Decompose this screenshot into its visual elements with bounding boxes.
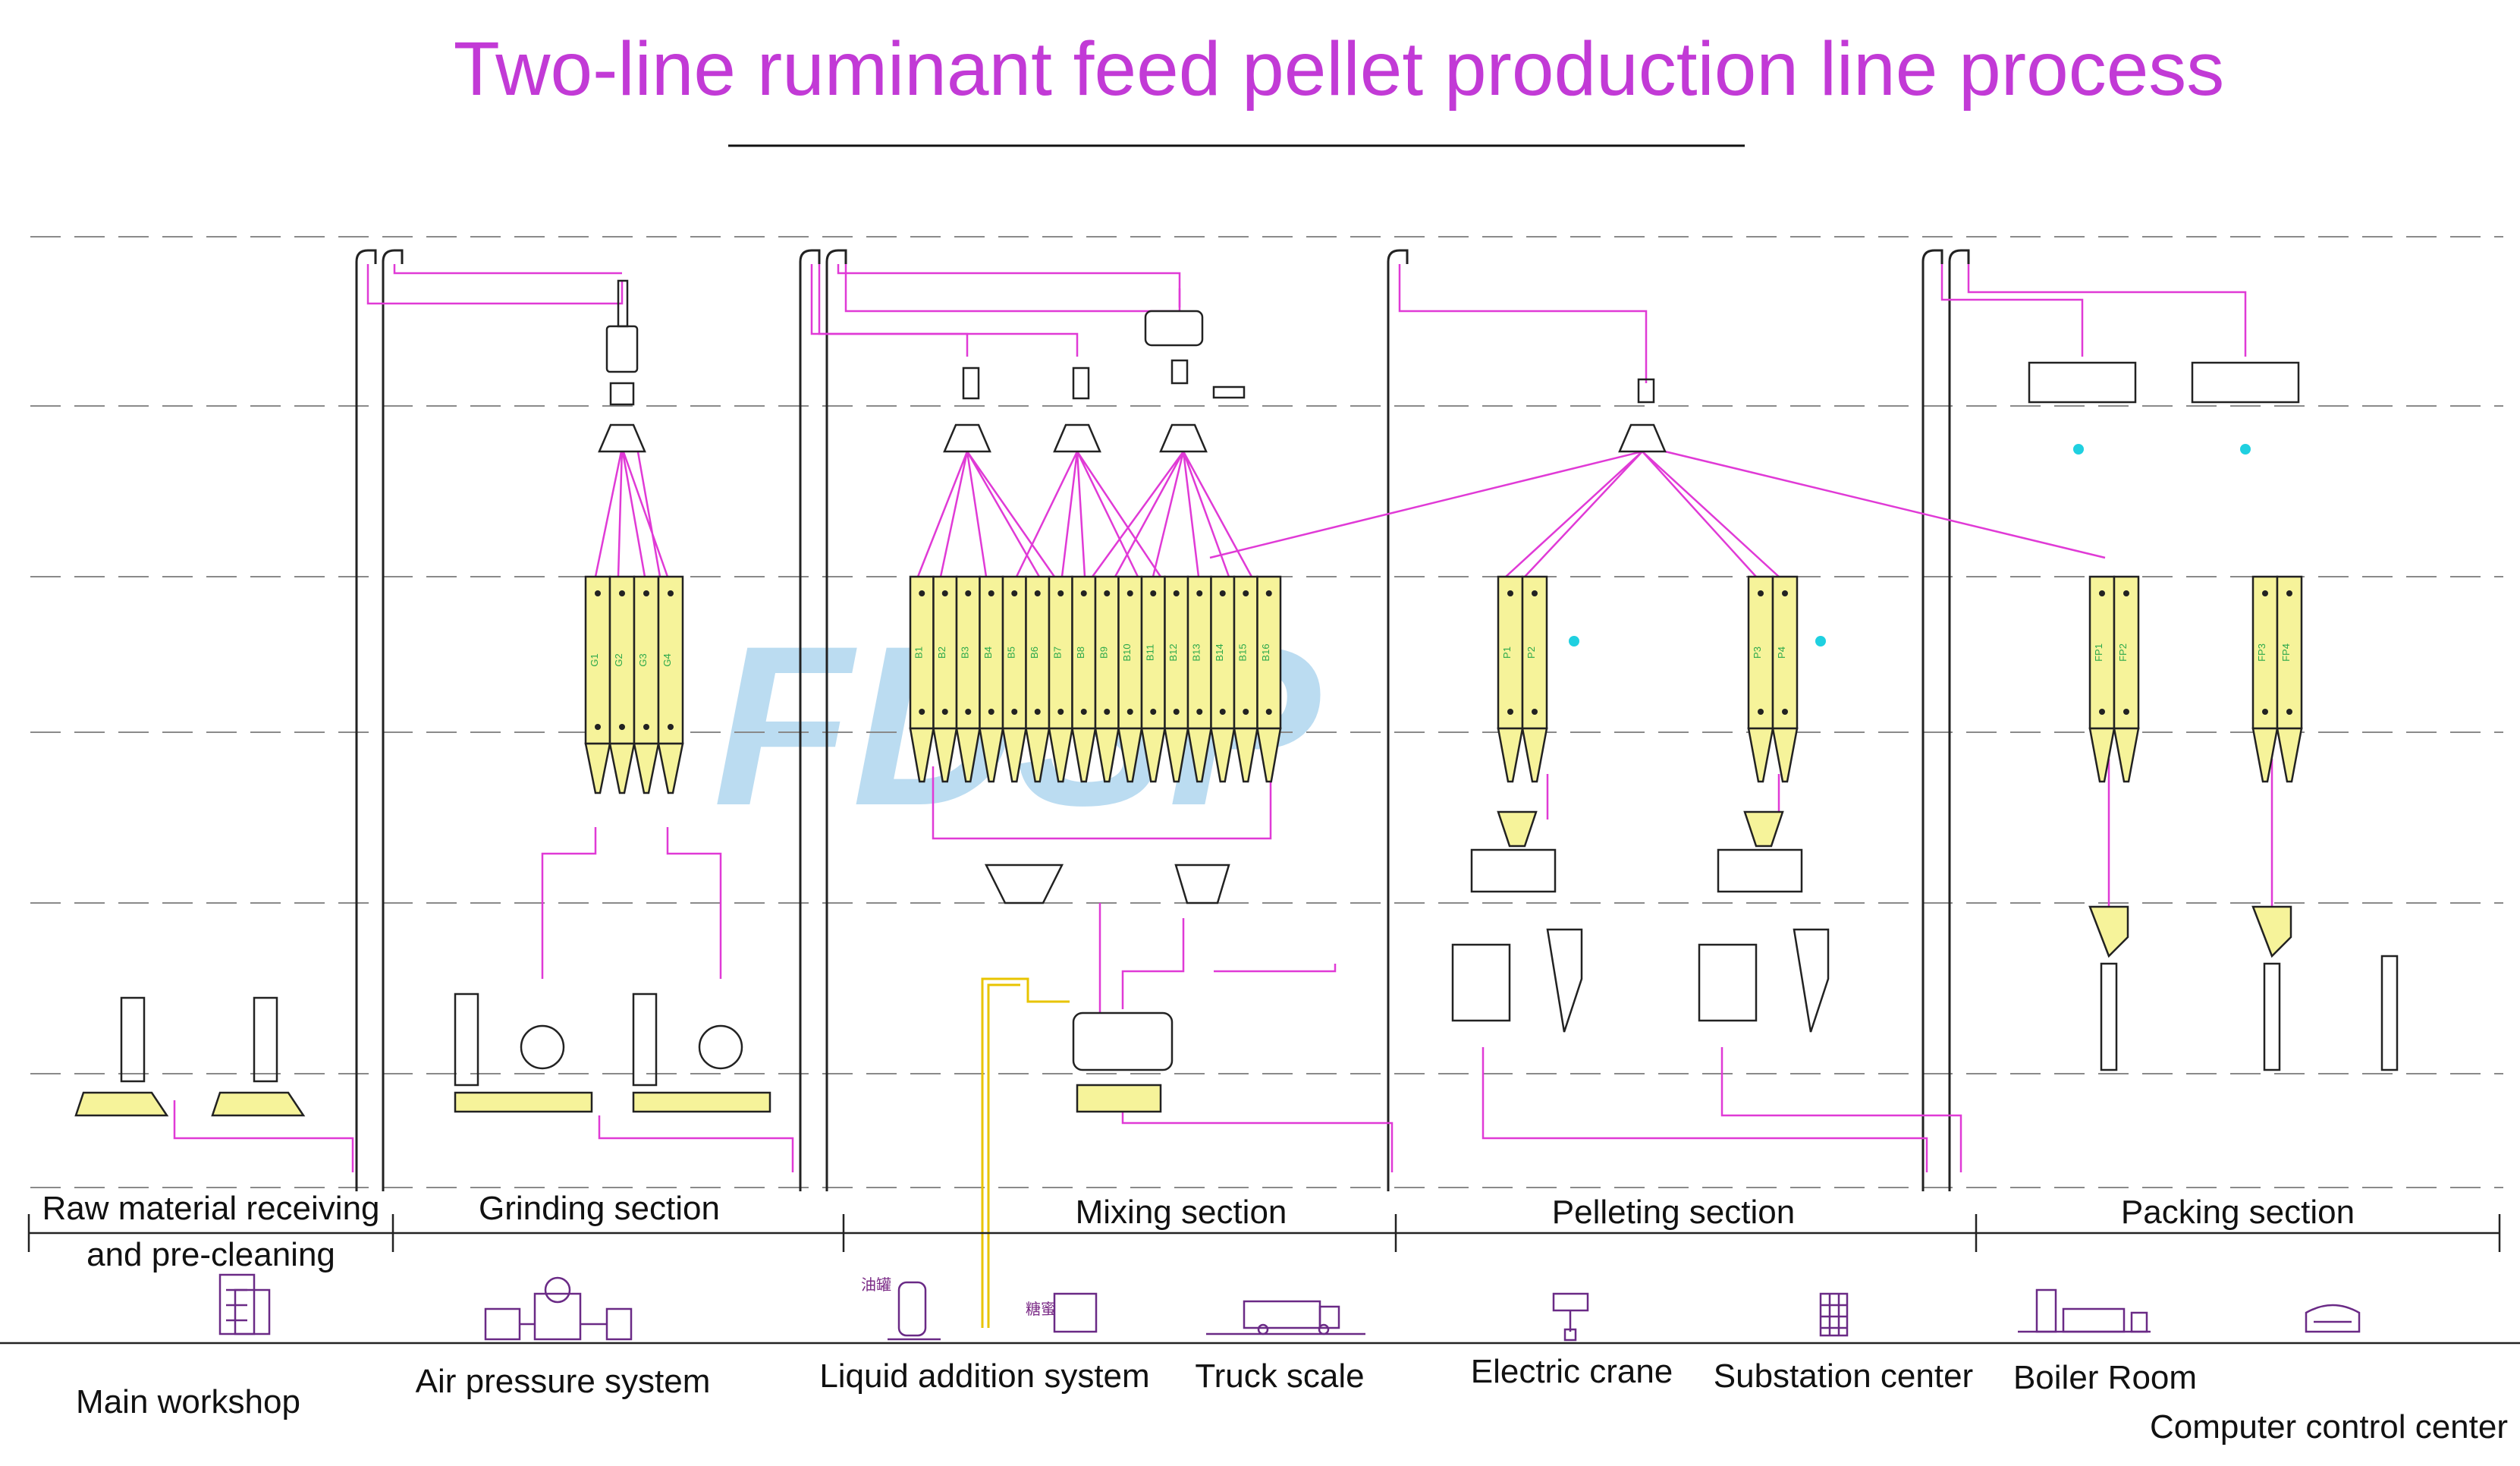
silo-b13: B13 [1186, 575, 1212, 783]
silo-b15: B15 [1233, 575, 1258, 783]
silo-label: P2 [1526, 646, 1537, 659]
section-label-grinding: Grinding section [479, 1190, 720, 1227]
silo-label: B8 [1075, 646, 1086, 659]
facility-label-main-workshop: Main workshop [76, 1383, 300, 1420]
batching-bin-group: B1 B2 B3 B4 B5 B6 B7 B8 B9 B10 B11 B12 B13 B14 B15 B16 [909, 575, 1282, 783]
silo-p2: P2 [1521, 575, 1548, 783]
silo-fp2: FP2 [2113, 575, 2140, 783]
silo-label: P1 [1501, 646, 1513, 659]
boiler-icon [2018, 1288, 2151, 1333]
level-sensors [1569, 444, 2251, 646]
silo-label: B10 [1121, 643, 1133, 661]
silo-label: G1 [589, 653, 600, 666]
silo-label: B7 [1051, 646, 1063, 659]
oil-tank-label: 油罐 [861, 1276, 891, 1294]
top-equipment [605, 279, 2300, 406]
distributors [598, 423, 1667, 453]
liquid-pipes [981, 977, 1070, 1328]
silo-label: FP3 [2256, 643, 2267, 662]
silo-label: B6 [1029, 646, 1040, 659]
silo-b16: B16 [1256, 575, 1282, 783]
silo-label: FP4 [2280, 643, 2292, 662]
silo-b14: B14 [1210, 575, 1236, 783]
compressor-icon [484, 1276, 633, 1341]
silo-label: B12 [1167, 643, 1179, 661]
silo-label: B11 [1144, 644, 1155, 661]
silo-b2: B2 [932, 575, 958, 783]
facility-label-computer-control-center: Computer control center [2150, 1408, 2508, 1446]
silo-label: P4 [1776, 646, 1787, 659]
process-equipment [74, 810, 2399, 1117]
silo-label: G4 [661, 653, 673, 666]
silo-label: B4 [982, 646, 994, 659]
silo-label: P3 [1752, 646, 1763, 659]
silo-b1: B1 [909, 575, 935, 783]
section-label-packing: Packing section [2121, 1194, 2355, 1231]
silo-b6: B6 [1025, 575, 1051, 783]
silo-b10: B10 [1117, 575, 1143, 783]
section-label-mixing: Mixing section [1076, 1194, 1287, 1231]
silo-fp3: FP3 [2251, 575, 2279, 783]
truck-icon [1206, 1300, 1365, 1335]
silo-b11: B11 [1140, 575, 1166, 783]
silo-label: B2 [936, 646, 947, 659]
silo-label: B1 [913, 646, 924, 659]
facility-label-boiler-room: Boiler Room [2013, 1359, 2197, 1396]
silo-b8: B8 [1071, 575, 1097, 783]
building-icon [218, 1273, 271, 1335]
silo-b5: B5 [1001, 575, 1027, 783]
silo-label: B13 [1190, 643, 1202, 661]
silo-g4: G4 [657, 575, 684, 794]
pellet-bin-group-line1: P1 P2 [1497, 575, 1548, 783]
control-desk-icon [2305, 1304, 2361, 1333]
finished-bin-group-line1: FP1 FP2 [2088, 575, 2140, 783]
facility-label-electric-crane: Electric crane [1471, 1353, 1673, 1390]
silo-label: B15 [1236, 643, 1248, 661]
pellet-bin-group-line2: P3 P4 [1747, 575, 1799, 783]
grinding-bin-group: G1 G2 G3 G4 [584, 575, 684, 794]
section-label-pelleting: Pelleting section [1552, 1194, 1795, 1231]
section-label-raw-material: Raw material receiving [42, 1190, 379, 1227]
facility-label-liquid-addition-system: Liquid addition system [819, 1357, 1149, 1395]
silo-b12: B12 [1164, 575, 1189, 783]
silo-fp4: FP4 [2276, 575, 2303, 783]
silo-p1: P1 [1497, 575, 1524, 783]
silo-p4: P4 [1771, 575, 1799, 783]
facility-label-substation-center: Substation center [1714, 1357, 1973, 1395]
facility-label-truck-scale: Truck scale [1195, 1357, 1364, 1395]
silo-g3: G3 [633, 575, 660, 794]
silo-b4: B4 [979, 575, 1004, 783]
silo-b3: B3 [955, 575, 981, 783]
silo-label: G2 [613, 653, 624, 666]
silo-label: FP2 [2117, 643, 2129, 662]
section-divider [0, 1214, 2520, 1345]
silo-p3: P3 [1747, 575, 1774, 783]
silo-label: B5 [1005, 646, 1016, 659]
silo-label: B16 [1260, 643, 1271, 661]
silo-label: B9 [1098, 646, 1109, 659]
section-label-raw-material-line2: and pre-cleaning [86, 1236, 335, 1273]
diagram-title: Two-line ruminant feed pellet production… [454, 27, 2225, 112]
substation-icon [1819, 1292, 1849, 1337]
finished-bin-group-line2: FP3 FP4 [2251, 575, 2303, 783]
silo-g1: G1 [584, 575, 611, 794]
facility-label-air-pressure-system: Air pressure system [416, 1363, 711, 1400]
bucket-elevators [355, 249, 1970, 1191]
liquid-tank-icon [888, 1281, 1098, 1341]
silo-label: G3 [637, 653, 649, 666]
silo-label: B14 [1214, 643, 1225, 661]
silo-b7: B7 [1048, 575, 1073, 783]
silo-label: FP1 [2093, 643, 2104, 662]
crane-icon [1552, 1292, 1589, 1342]
silo-b9: B9 [1094, 575, 1120, 783]
silo-label: B3 [959, 646, 970, 659]
molasses-tank-label: 糖蜜 [1026, 1301, 1056, 1318]
silo-fp1: FP1 [2088, 575, 2116, 783]
silo-g2: G2 [608, 575, 636, 794]
